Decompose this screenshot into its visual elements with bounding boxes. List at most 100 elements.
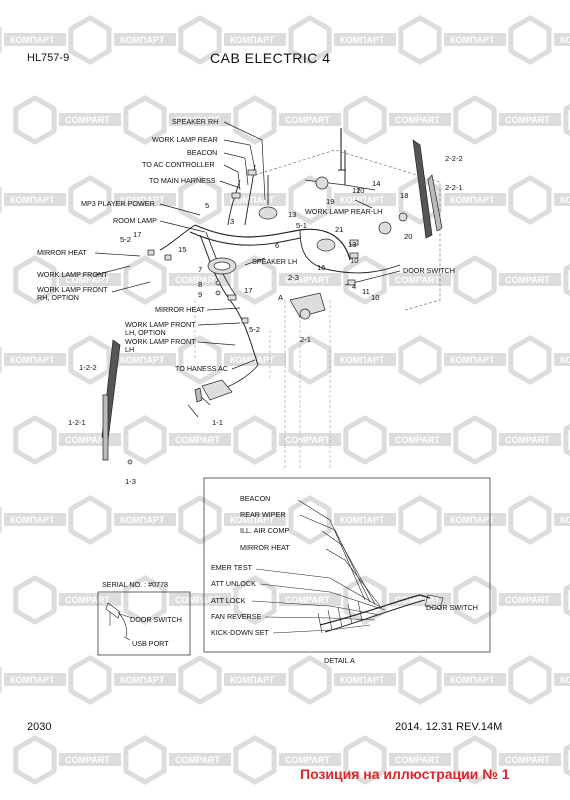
watermark-tile: COMPART	[13, 575, 121, 625]
part-1-2-2: 1-2-2	[79, 363, 97, 372]
part-10-c: 10	[356, 186, 364, 195]
svg-text:КОМПАРТ: КОМПАРТ	[560, 195, 570, 205]
svg-text:COMPART: COMPART	[505, 595, 550, 605]
label-beacon: BEACON	[187, 148, 217, 157]
label-work-lamp-rear-lh: WORK LAMP REAR-LH	[305, 207, 382, 216]
watermark-tile: COMPART	[123, 575, 231, 625]
label-to-haness-ac: TO HANESS AC	[175, 364, 228, 373]
watermark-tile: КОМПАРТ	[398, 335, 506, 385]
svg-text:COMPART: COMPART	[395, 755, 440, 765]
watermark-tile: КОМПАРТ	[178, 15, 286, 65]
part-1-3: 1-3	[125, 477, 136, 486]
components	[101, 139, 443, 465]
svg-text:КОМПАРТ: КОМПАРТ	[230, 35, 275, 45]
watermark-tile: COMPART	[453, 255, 561, 305]
serial-box: SERIAL NO. : #0778 DOOR SWITCH USB PORT	[97, 580, 191, 656]
watermark-tile: COMPART	[343, 255, 451, 305]
svg-text:COMPART: COMPART	[175, 435, 220, 445]
watermark-tile: COMPART	[453, 735, 561, 785]
part-13-a: 13	[288, 210, 296, 219]
watermark-tile: КОМПАРТ	[508, 175, 570, 225]
page-number: 2030	[27, 721, 52, 733]
part-17-b: 17	[244, 286, 252, 295]
svg-text:COMPART: COMPART	[505, 755, 550, 765]
svg-text:КОМПАРТ: КОМПАРТ	[10, 195, 55, 205]
watermark-tile: КОМПАРТ	[68, 175, 176, 225]
detail-label-fan-reverse: FAN REVERSE	[211, 612, 262, 621]
svg-text:COMPART: COMPART	[395, 435, 440, 445]
svg-text:КОМПАРТ: КОМПАРТ	[340, 515, 385, 525]
svg-text:КОМПАРТ: КОМПАРТ	[230, 195, 275, 205]
svg-text:КОМПАРТ: КОМПАРТ	[560, 515, 570, 525]
watermark-tile: COMPART	[563, 743, 570, 777]
svg-text:COMPART: COMPART	[65, 275, 110, 285]
watermark-tile: COMPART	[563, 103, 570, 137]
watermark-tile: COMPART	[233, 735, 341, 785]
watermark-tile: COMPART	[343, 735, 451, 785]
svg-text:COMPART: COMPART	[175, 755, 220, 765]
svg-text:COMPART: COMPART	[285, 275, 330, 285]
part-13-b: 13	[348, 240, 356, 249]
watermark-tile: КОМПАРТ	[0, 186, 66, 214]
svg-text:КОМПАРТ: КОМПАРТ	[340, 675, 385, 685]
part-3: 3	[230, 217, 234, 226]
label-work-lamp-rear: WORK LAMP REAR	[152, 135, 218, 144]
watermark-tile: КОМПАРТ	[178, 335, 286, 385]
watermark-tile: COMPART	[563, 583, 570, 617]
svg-text:КОМПАРТ: КОМПАРТ	[340, 35, 385, 45]
svg-text:COMPART: COMPART	[175, 275, 220, 285]
svg-text:COMPART: COMPART	[175, 115, 220, 125]
watermark-tile: КОМПАРТ	[508, 495, 570, 545]
watermark-tile: COMPART	[343, 415, 451, 465]
svg-text:COMPART: COMPART	[285, 115, 330, 125]
watermark-tile: КОМПАРТ	[508, 655, 570, 705]
part-17-a: 17	[133, 230, 141, 239]
label-work-lamp-front-rh-1: WORK LAMP FRONT	[37, 285, 108, 294]
watermark-tile: КОМПАРТ	[398, 15, 506, 65]
svg-text:COMPART: COMPART	[395, 595, 440, 605]
svg-text:COMPART: COMPART	[505, 115, 550, 125]
label-wlf-lh-option-2: LH, OPTION	[125, 328, 166, 337]
detail-label-emer-test: EMER TEST	[211, 563, 253, 572]
label-to-main-harness: TO MAIN HARNESS	[149, 176, 216, 185]
detail-label-att-lock: ATT LOCK	[211, 596, 246, 605]
watermark-tile: КОМПАРТ	[0, 346, 66, 374]
part-10-b: 10	[371, 293, 379, 302]
svg-text:COMPART: COMPART	[505, 275, 550, 285]
watermark-tile: КОМПАРТ	[398, 495, 506, 545]
detail-label-att-unlock: ATT UNLOCK	[211, 579, 256, 588]
watermark-tile: COMPART	[123, 735, 231, 785]
part-1-1: 1-1	[212, 418, 223, 427]
svg-text:COMPART: COMPART	[65, 755, 110, 765]
svg-text:КОМПАРТ: КОМПАРТ	[230, 515, 275, 525]
part-6: 6	[275, 241, 279, 250]
watermark-tile: COMPART	[453, 575, 561, 625]
detail-label-mirror-heat: MIRROR HEAT	[240, 543, 290, 552]
label-work-lamp-front-rh-2: RH, OPTION	[37, 293, 79, 302]
detail-label-ill-air-comp: ILL. AIR COMP	[240, 526, 289, 535]
label-wlf-lh-option-1: WORK LAMP FRONT	[125, 320, 196, 329]
watermark-tile: COMPART	[343, 95, 451, 145]
detail-marker-a: A	[278, 293, 284, 302]
watermark-tile: КОМПАРТ	[288, 495, 396, 545]
detail-label-door-switch: DOOR SWITCH	[426, 603, 478, 612]
part-15: 15	[178, 245, 186, 254]
label-door-switch: DOOR SWITCH	[403, 266, 455, 275]
part-18: 18	[400, 191, 408, 200]
label-wlf-lh-1: WORK LAMP FRONT	[125, 337, 196, 346]
svg-text:COMPART: COMPART	[395, 275, 440, 285]
watermark-tile: COMPART	[453, 95, 561, 145]
watermark-tile: КОМПАРТ	[398, 175, 506, 225]
svg-text:COMPART: COMPART	[285, 435, 330, 445]
part-2-3: 2-3	[288, 273, 299, 282]
svg-text:КОМПАРТ: КОМПАРТ	[10, 515, 55, 525]
svg-text:КОМПАРТ: КОМПАРТ	[450, 675, 495, 685]
svg-text:COMPART: COMPART	[285, 595, 330, 605]
svg-text:COMPART: COMPART	[395, 115, 440, 125]
watermark-tile: КОМПАРТ	[398, 655, 506, 705]
svg-text:КОМПАРТ: КОМПАРТ	[120, 35, 165, 45]
svg-text:КОМПАРТ: КОМПАРТ	[560, 35, 570, 45]
watermark-tile: COMPART	[13, 735, 121, 785]
part-9: 9	[198, 290, 202, 299]
